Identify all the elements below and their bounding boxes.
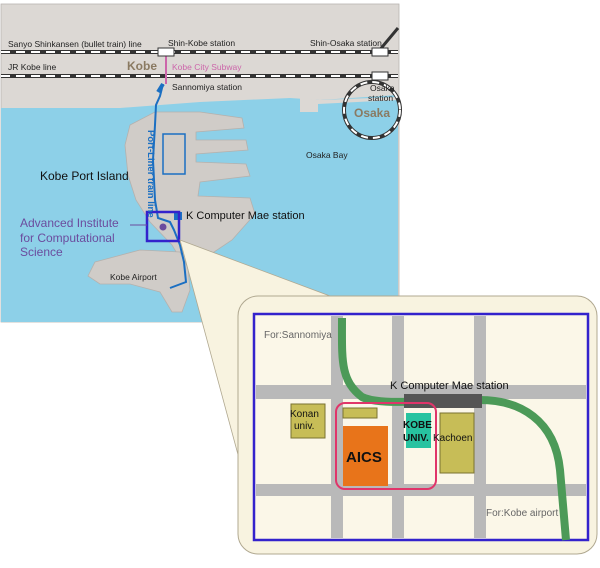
shin-kobe-station-marker <box>157 47 175 57</box>
kobe-subway-label: Kobe City Subway <box>172 62 242 72</box>
shinkansen-label: Sanyo Shinkansen (bullet train) line <box>8 39 142 49</box>
konan-univ-label-line2: univ. <box>294 421 314 432</box>
inset-station-block <box>404 394 482 408</box>
port-island <box>124 111 256 263</box>
kobe-airport-label: Kobe Airport <box>110 272 157 282</box>
port-island-label: Kobe Port Island <box>40 169 129 183</box>
kachoen-label: Kachoen <box>433 433 472 444</box>
small-building <box>342 407 378 419</box>
osaka-bay-label: Osaka Bay <box>306 150 348 160</box>
osaka-station-label-line1: Osaka <box>370 83 395 93</box>
aics-location-dot <box>159 223 167 231</box>
coastline-pier <box>300 97 398 112</box>
sannomiya-station-marker <box>156 82 165 94</box>
konan-univ-building <box>290 403 326 439</box>
main-map: Sanyo Shinkansen (bullet train) line JR … <box>0 3 402 323</box>
sannomiya-station-label: Sannomiya station <box>172 82 242 92</box>
kobe-univ-label-line1: KOBE <box>403 420 432 431</box>
kachoen-building <box>439 412 475 474</box>
port-liner-loop <box>162 133 186 175</box>
shin-kobe-station-label: Shin-Kobe station <box>168 38 235 48</box>
konan-univ-label-line1: Konan <box>290 409 319 420</box>
inset-station-label: K Computer Mae station <box>390 380 509 392</box>
port-liner-label: Port-Liner train line <box>145 130 156 218</box>
kobe-univ-building <box>406 413 431 448</box>
aics-building <box>343 426 388 486</box>
aics-highlight-box <box>145 210 181 243</box>
osaka-station-label-line2: station <box>368 93 393 103</box>
jr-kobe-label: JR Kobe line <box>8 62 56 72</box>
osaka-station-marker <box>371 71 389 81</box>
aics-label-line3: Science <box>20 245 63 259</box>
aics-site-outline <box>335 402 437 490</box>
shin-osaka-station-marker <box>371 47 389 57</box>
osaka-city-label: Osaka <box>354 106 390 120</box>
aics-label-line1: Advanced Institute <box>20 216 119 230</box>
inset-map: For:Sannomiya For:Kobe airport K Compute… <box>237 295 598 555</box>
aics-label-line2: for Computational <box>20 231 115 245</box>
osaka-loop-line-dash <box>343 81 401 139</box>
for-airport-label: For:Kobe airport <box>486 508 558 519</box>
kobe-univ-label-line2: UNIV. <box>403 433 429 444</box>
port-liner-line <box>151 83 188 289</box>
airport-island <box>87 249 191 313</box>
shin-osaka-station-label: Shin-Osaka station <box>310 38 382 48</box>
kobe-city-label: Kobe <box>127 59 157 73</box>
k-computer-station-label: K Computer Mae station <box>186 210 305 222</box>
for-sannomiya-label: For:Sannomiya <box>264 330 332 341</box>
aics-inset-label: AICS <box>346 449 382 466</box>
